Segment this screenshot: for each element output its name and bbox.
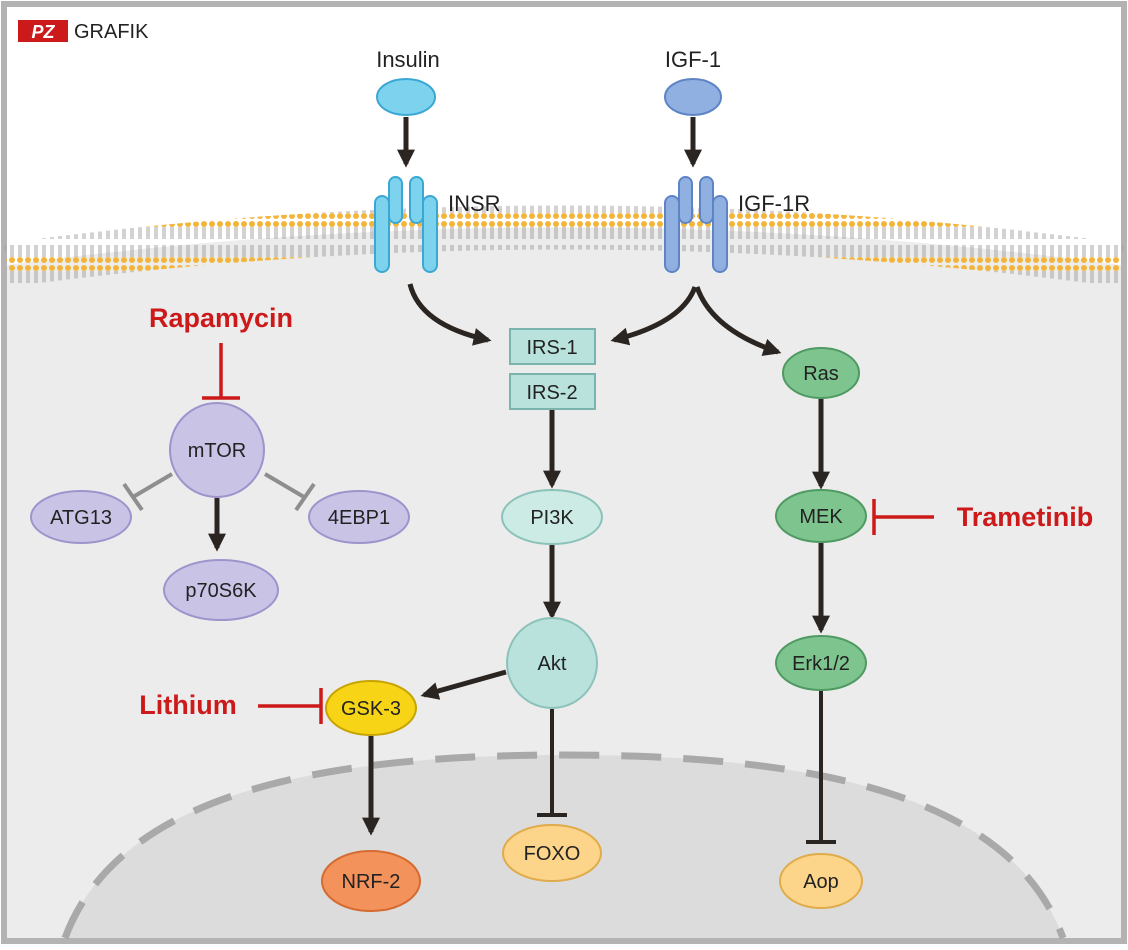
erk-node [775,635,867,691]
igf1-ligand [664,78,722,116]
ras-label: Ras [803,363,839,385]
inhibit-mtor-4ebp1 [263,472,306,499]
logo-text: GRAFIK [74,21,149,43]
insulin-ligand [376,78,436,116]
igf1-label: IGF-1 [665,47,721,72]
aop-node [779,853,863,909]
gsk3-label: GSK-3 [341,698,401,720]
irs2-box [509,373,596,410]
atg13-node [30,490,132,544]
ras-node [782,347,860,399]
akt-node [506,617,598,709]
cytoplasm [7,227,1121,938]
mtor-label: mTOR [188,440,247,462]
pz-grafik-logo: PZ GRAFIK [18,20,149,43]
igf1r-label: IGF-1R [738,191,810,216]
inhibit-mtor-atg13 [131,472,174,499]
irs2-label: IRS-2 [526,382,577,404]
lithium-label: Lithium [139,690,236,720]
inhibit-mtor-atg13-bar [122,482,144,512]
mtor-node [169,402,265,498]
foxo-label: FOXO [524,843,581,865]
mek-label: MEK [799,506,843,528]
arrow-igf1r-ras [694,286,782,356]
arrow-insr-irs [407,283,492,346]
arrow-akt-gsk3 [420,669,507,700]
erk-label: Erk1/2 [792,653,850,675]
irs1-label: IRS-1 [526,337,577,359]
nuclear-envelope [61,751,1067,940]
mek-node [775,489,867,543]
nrf2-node [321,850,421,912]
insr-receptor [374,176,438,273]
igf1r-receptor [664,176,728,273]
cell-membrane [4,205,1124,287]
inhibit-mtor-4ebp1-bar [294,482,316,512]
foxo-node [502,824,602,882]
akt-label: Akt [538,653,567,675]
aop-label: Aop [803,871,839,893]
nrf2-label: NRF-2 [342,871,401,893]
rapamycin-label: Rapamycin [149,303,293,333]
insr-label: INSR [448,191,501,216]
logo-badge-text: PZ [31,22,55,42]
4ebp1-label: 4EBP1 [328,507,390,529]
atg13-label: ATG13 [50,507,112,529]
pi3k-label: PI3K [530,507,574,529]
4ebp1-node [308,490,410,544]
irs1-box [509,328,596,365]
gsk3-node [325,680,417,736]
pi3k-node [501,489,603,545]
p70s6k-node [163,559,279,621]
insulin-label: Insulin [376,47,440,72]
p70s6k-label: p70S6K [185,580,257,602]
trametinib-label: Trametinib [957,502,1094,532]
arrow-igf1r-irs [610,286,698,346]
